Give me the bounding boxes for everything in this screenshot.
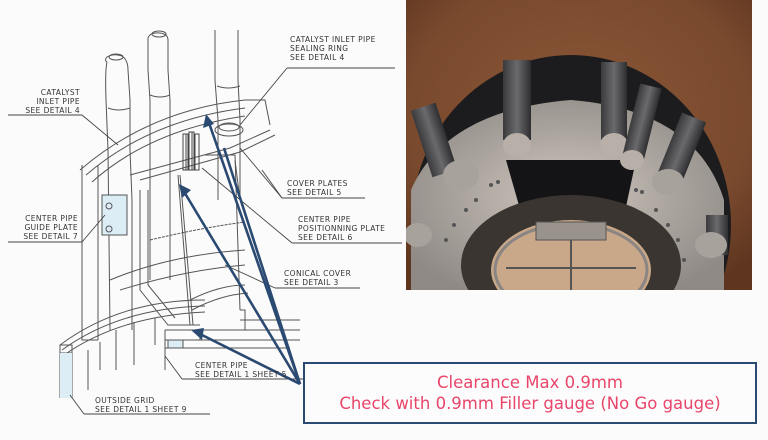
label-line: GUIDE PLATE xyxy=(24,223,78,232)
label-line: POSITIONNING PLATE xyxy=(298,224,386,233)
label-line: CONICAL COVER xyxy=(284,269,352,278)
label-line: COVER PLATES xyxy=(287,179,348,188)
label-line: CENTER PIPE xyxy=(195,361,248,370)
reactor-internals-photo xyxy=(406,0,752,290)
label-line: SEE DETAIL 3 xyxy=(284,278,339,287)
catalyst-inlet-pipe-1 xyxy=(105,53,133,331)
label-line: CENTER PIPE xyxy=(298,215,351,224)
label-line: CENTER PIPE xyxy=(25,214,78,223)
label-catalyst-inlet-pipe-sealing-ring: CATALYST INLET PIPE SEALING RING SEE DET… xyxy=(290,35,376,62)
label-line: SEE DETAIL 4 xyxy=(290,53,345,62)
label-line: SEALING RING xyxy=(290,44,349,53)
label-center-pipe-guide-plate: CENTER PIPE GUIDE PLATE SEE DETAIL 7 xyxy=(6,214,78,241)
label-cover-plates: COVER PLATES SEE DETAIL 5 xyxy=(287,179,348,197)
label-line: SEE DETAIL 7 xyxy=(23,232,78,241)
label-line: INLET PIPE xyxy=(36,97,80,106)
label-line: CATALYST INLET PIPE xyxy=(290,35,376,44)
label-center-pipe: CENTER PIPE SEE DETAIL 1 SHEET 5 xyxy=(195,361,287,379)
clearance-arrows xyxy=(179,114,302,386)
label-conical-cover: CONICAL COVER SEE DETAIL 3 xyxy=(284,269,351,287)
label-catalyst-inlet-pipe: CATALYST INLET PIPE SEE DETAIL 4 xyxy=(10,88,80,115)
label-line: SEE DETAIL 4 xyxy=(25,106,80,115)
catalyst-inlet-pipe-2 xyxy=(147,30,171,280)
callout-check-text: Check with 0.9mm Filler gauge (No Go gau… xyxy=(339,394,721,413)
callout-clearance-text: Clearance Max 0.9mm xyxy=(437,373,623,392)
label-line: CATALYST xyxy=(40,88,80,97)
catalyst-inlet-pipe-3 xyxy=(214,30,244,200)
label-line: SEE DETAIL 5 xyxy=(287,188,342,197)
label-line: SEE DETAIL 6 xyxy=(298,233,353,242)
label-line: OUTSIDE GRID xyxy=(95,396,155,405)
clearance-callout-box: Clearance Max 0.9mm Check with 0.9mm Fil… xyxy=(303,362,757,424)
label-outside-grid: OUTSIDE GRID SEE DETAIL 1 SHEET 9 xyxy=(95,396,187,414)
label-center-pipe-positionning-plate: CENTER PIPE POSITIONNING PLATE SEE DETAI… xyxy=(298,215,385,242)
label-line: SEE DETAIL 1 SHEET 9 xyxy=(95,405,187,414)
label-line: SEE DETAIL 1 SHEET 5 xyxy=(195,370,287,379)
